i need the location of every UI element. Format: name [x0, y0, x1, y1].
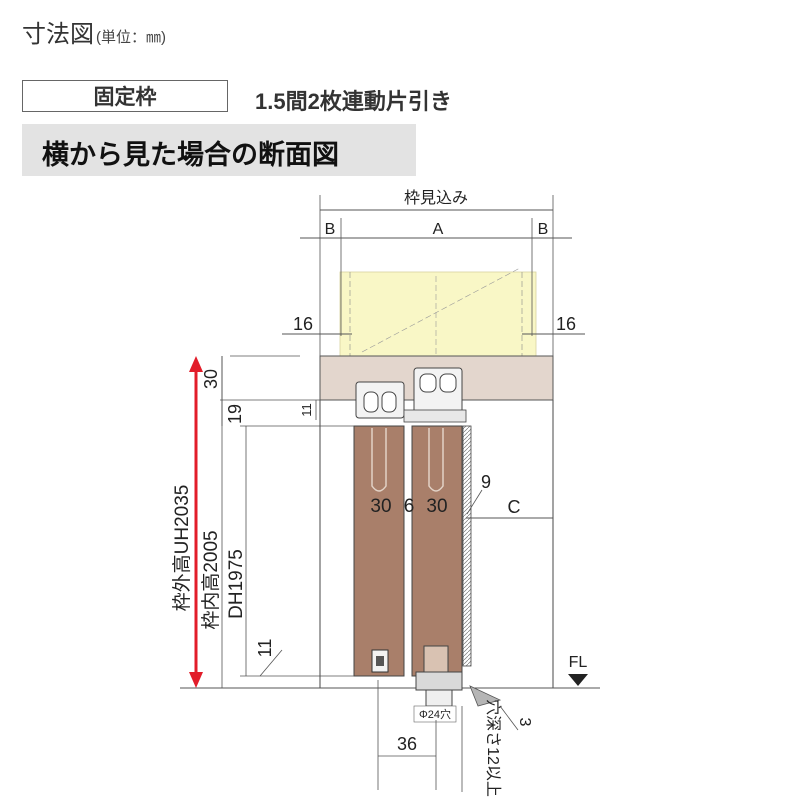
hole-depth-label: 穴深さ12以上: [484, 699, 502, 797]
inner-height-label: 枠内高2005: [200, 530, 222, 629]
frame-type-label: 固定枠: [93, 86, 157, 109]
stopper-strip: [462, 425, 472, 667]
door-type-label: 1.5間2枚連動片引き: [255, 89, 452, 114]
dim-11-bottom-leader: [259, 649, 283, 677]
dim-a: A: [433, 221, 444, 238]
ceiling-area: [339, 271, 537, 357]
door-panel-left: [353, 425, 405, 677]
dim-11-top: 11: [299, 403, 314, 417]
dim-30-top: 30: [201, 369, 221, 389]
dim-b-right: B: [538, 221, 549, 238]
title-text: 寸法図: [22, 21, 94, 48]
dim-9: 9: [481, 472, 491, 492]
dim-c: C: [508, 497, 521, 517]
floor-label: FL: [569, 654, 588, 671]
dim-3: 3: [516, 718, 533, 727]
dim-3-leader: [499, 705, 519, 731]
floor-marker-icon: [568, 674, 588, 686]
track-hardware: [355, 367, 467, 423]
door-panel-right: [411, 425, 463, 677]
dim-11-bottom: 11: [255, 639, 275, 658]
hole-diameter-box: [413, 705, 457, 723]
dim-16-right: 16: [556, 314, 576, 334]
dim-16-left: 16: [293, 314, 313, 334]
height-arrow-top: [189, 356, 203, 372]
page-title: 寸法図(単位：㎜): [22, 14, 166, 49]
door-height-label: DH1975: [226, 549, 247, 619]
dim-gap: 6: [404, 496, 415, 517]
unit-label: (単位：㎜): [96, 29, 166, 46]
ceiling-hatch-line: [361, 267, 521, 353]
dim-b-left: B: [325, 221, 336, 238]
section-banner: 横から見た場合の断面図: [22, 124, 416, 176]
hole-diameter: Φ24穴: [419, 707, 451, 721]
section-banner-text: 横から見た場合の断面図: [42, 140, 339, 170]
dim-36: 36: [397, 734, 417, 754]
frame-depth-text: 枠見込み: [404, 189, 468, 207]
dim-9-leader: [466, 489, 483, 515]
frame-type-box: 固定枠: [22, 80, 228, 112]
outer-height-label: 枠外高UH2035: [171, 485, 193, 612]
dim-19: 19: [225, 404, 245, 424]
height-arrow-bottom: [189, 672, 203, 688]
dim-panel-right: 30: [426, 496, 447, 517]
dim-panel-left: 30: [370, 496, 391, 517]
